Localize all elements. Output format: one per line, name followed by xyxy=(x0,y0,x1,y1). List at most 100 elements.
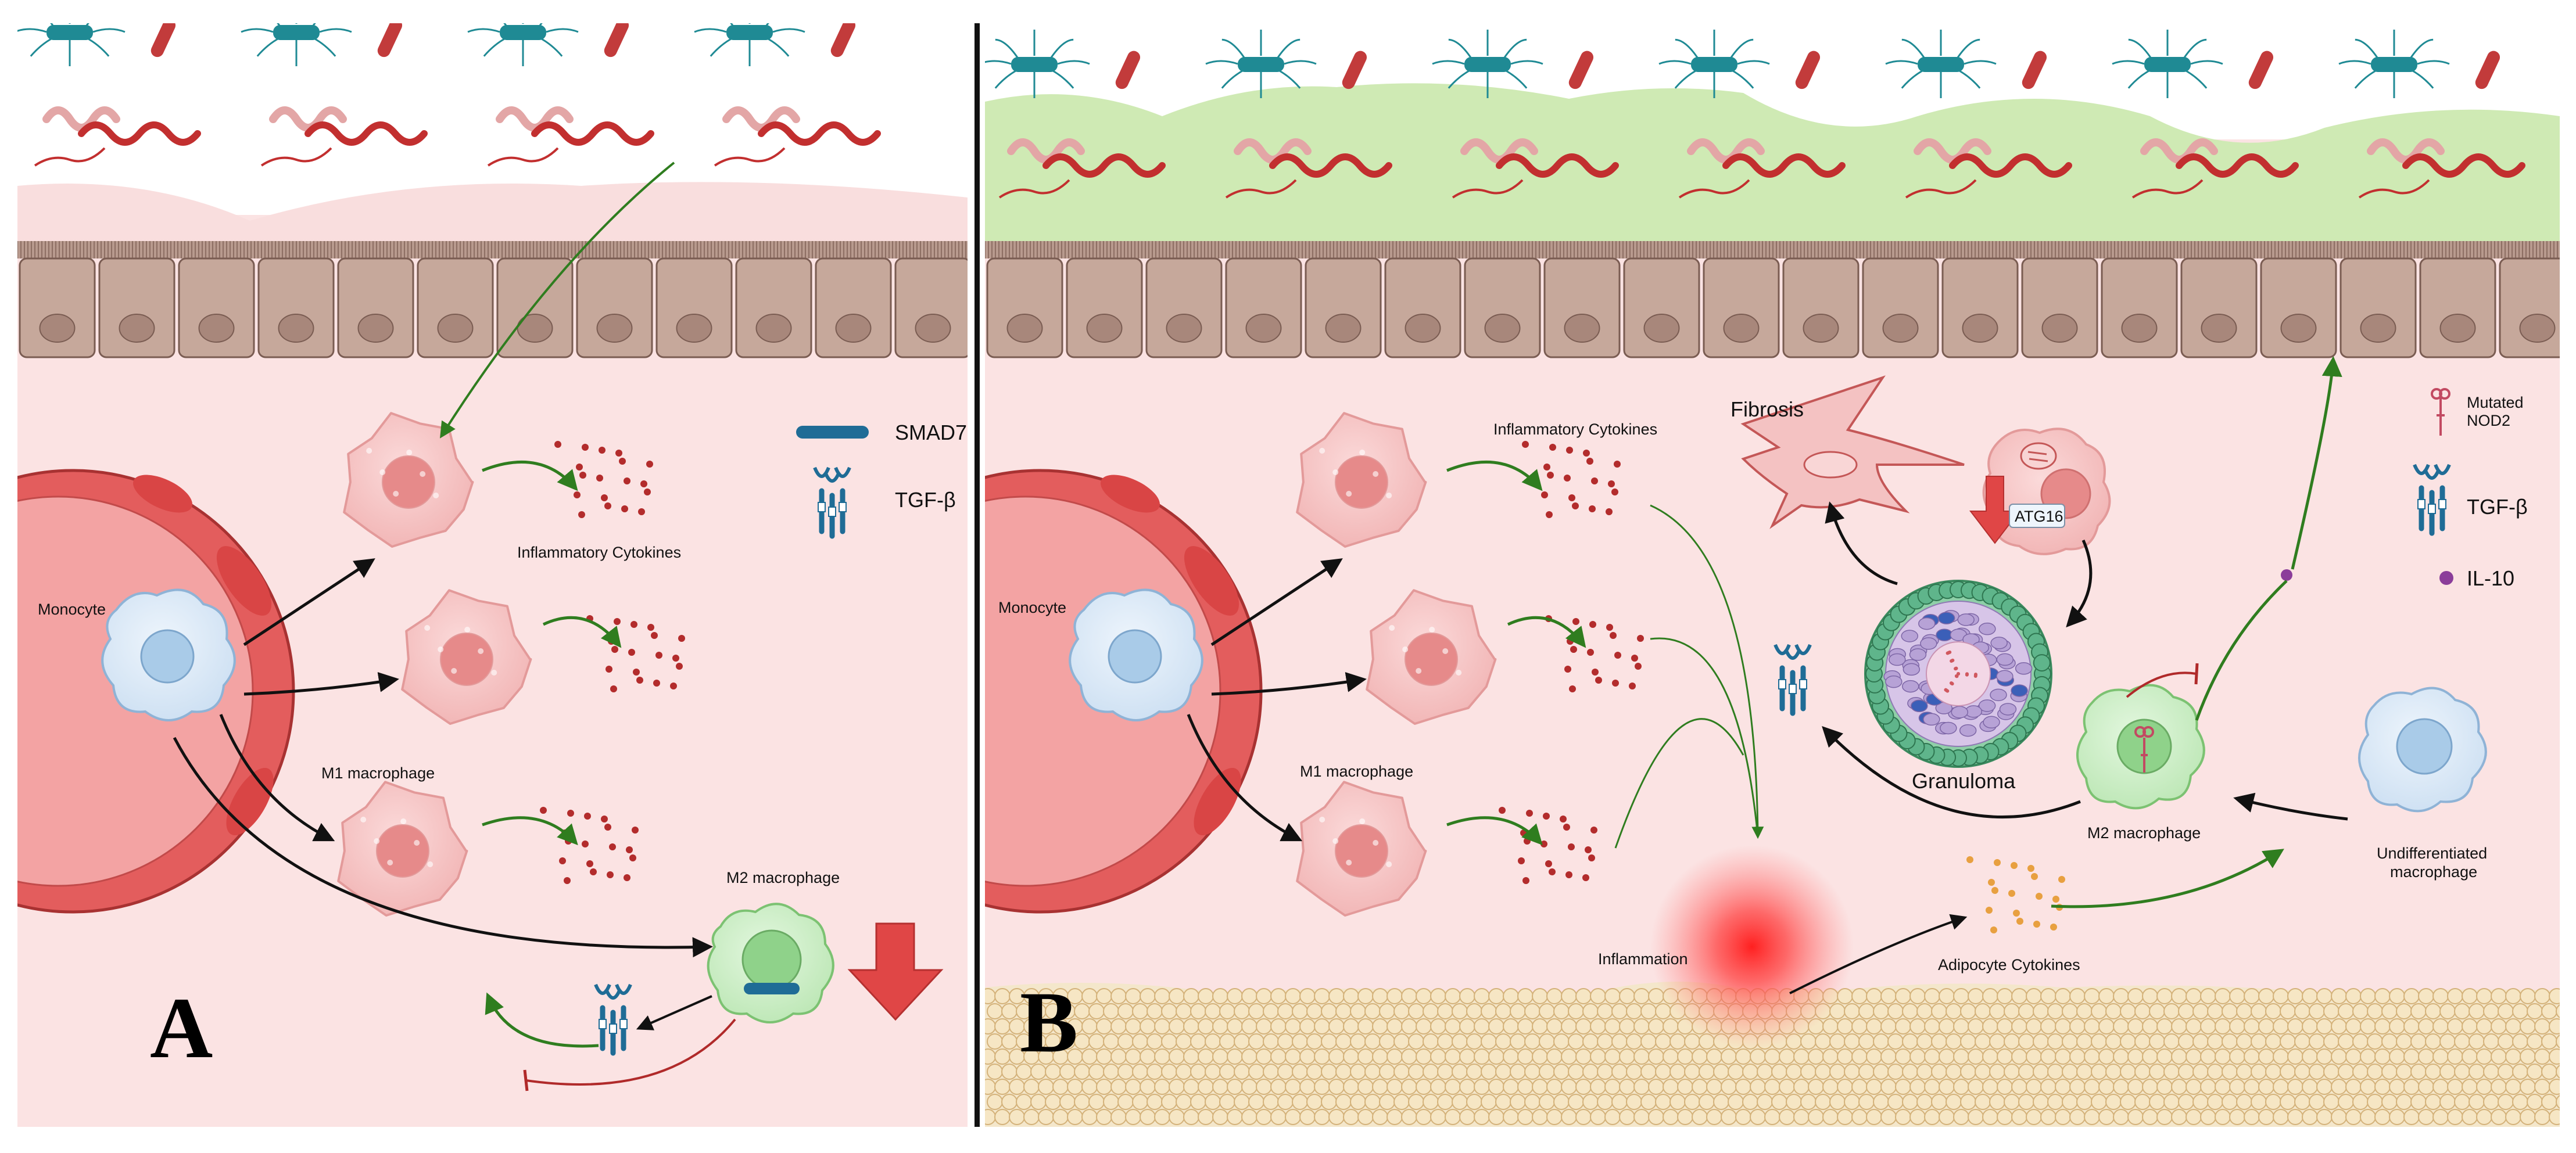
adipocyte xyxy=(2549,1048,2560,1065)
adipocyte xyxy=(2171,1109,2187,1125)
receptor-band xyxy=(828,507,836,517)
rod-bacterium xyxy=(2022,51,2047,89)
adipocyte xyxy=(1248,1064,1264,1080)
epithelioid-cell xyxy=(2011,684,2028,697)
adipocyte xyxy=(1902,1064,1918,1080)
cytokine-dot xyxy=(1522,441,1529,448)
adipocyte xyxy=(2273,1048,2289,1065)
adipocyte xyxy=(2069,1079,2086,1095)
flagellum xyxy=(277,23,281,27)
flagellum xyxy=(2127,69,2152,89)
adipocyte xyxy=(1960,1003,1976,1019)
adipocyte xyxy=(1241,1079,1257,1095)
adipocyte xyxy=(1270,988,1287,1004)
adipocyte xyxy=(2345,988,2362,1004)
small-bacterium xyxy=(1678,179,1750,199)
adipocyte xyxy=(1880,1079,1897,1095)
adipocyte xyxy=(1735,1048,1751,1065)
adipocyte xyxy=(1742,1094,1758,1110)
rod-bacterium xyxy=(377,23,403,58)
adipocyte xyxy=(1198,1109,1214,1125)
adipocyte xyxy=(1125,1079,1141,1095)
cytokine-dot xyxy=(676,663,683,670)
adipocyte xyxy=(1481,1033,1497,1050)
adipocyte xyxy=(2527,1003,2543,1019)
adipocyte xyxy=(2186,1048,2202,1065)
adipocyte xyxy=(1088,1064,1105,1080)
adipocyte xyxy=(2244,1109,2260,1125)
adipocyte xyxy=(1110,988,1127,1004)
adipocyte xyxy=(1750,1079,1766,1095)
vesicle xyxy=(427,861,433,867)
adipocyte xyxy=(1372,1018,1388,1035)
flagellum xyxy=(92,28,126,33)
adipocyte xyxy=(2156,1079,2173,1095)
pink-bacterium xyxy=(1460,138,1538,164)
spirochete xyxy=(758,121,881,146)
adipocyte xyxy=(1582,1033,1599,1050)
mutated-nod2-icon xyxy=(2431,388,2450,436)
bacterium-group xyxy=(1432,30,1619,199)
adipocyte xyxy=(1306,1003,1323,1019)
adipocyte xyxy=(2084,1018,2100,1035)
adipocyte xyxy=(1401,1018,1417,1035)
flagellum xyxy=(710,37,734,57)
adipocyte xyxy=(1989,1064,2005,1080)
adipocyte xyxy=(1786,1064,1802,1080)
adipocyte xyxy=(2302,988,2318,1004)
adipocyte xyxy=(1997,1109,2013,1125)
epithelial-nucleus xyxy=(198,314,235,343)
adipocyte xyxy=(2491,1109,2507,1125)
adipocyte xyxy=(2498,1064,2514,1080)
label-undifferentiated-macrophage-line1: Undifferentiated xyxy=(2377,845,2487,862)
adipocyte xyxy=(2163,1003,2180,1019)
adipocyte xyxy=(2476,1109,2492,1125)
cytokine-dot xyxy=(653,680,660,687)
adipocyte xyxy=(1924,1018,1940,1035)
adipocyte xyxy=(2505,1048,2521,1065)
cytokine-dot xyxy=(576,464,583,470)
flagellum xyxy=(2338,60,2371,65)
adipocyte xyxy=(2171,988,2187,1004)
adipocyte xyxy=(1110,1109,1127,1125)
adipocyte xyxy=(2287,1079,2303,1095)
adipocyte xyxy=(1277,1094,1294,1110)
adipocyte xyxy=(2200,1079,2216,1095)
adipocyte xyxy=(2498,1033,2514,1050)
adipocyte xyxy=(1241,988,1257,1004)
adipocyte xyxy=(1205,1094,1221,1110)
cytokine-dot xyxy=(1564,475,1571,482)
epithelial-cell xyxy=(2419,257,2496,358)
adipocyte xyxy=(1466,1033,1482,1050)
adipocyte xyxy=(1481,1003,1497,1019)
adipocyte xyxy=(2491,1048,2507,1065)
adipocyte xyxy=(2186,988,2202,1004)
adipocyte xyxy=(2534,1079,2550,1095)
adipocyte xyxy=(1858,1064,1875,1080)
cytokine-dot xyxy=(647,624,654,631)
adipocyte xyxy=(2186,1109,2202,1125)
flagellum xyxy=(2354,69,2378,89)
flagellated-bacterium xyxy=(1691,57,1737,72)
vesicle xyxy=(464,627,471,633)
adipocyte xyxy=(1946,1003,1962,1019)
adipocyte xyxy=(1176,1064,1192,1080)
adipocyte xyxy=(1786,1094,1802,1110)
adipocyte xyxy=(1096,1048,1112,1065)
adipocyte xyxy=(1851,988,1868,1004)
adipocyte xyxy=(1270,1048,1287,1065)
adipocyte xyxy=(2389,988,2405,1004)
adipocyte xyxy=(1393,1064,1410,1080)
vesicle xyxy=(1373,471,1379,477)
adipocyte xyxy=(2468,1003,2485,1019)
small-bacterium xyxy=(487,147,559,167)
epithelioid-cell xyxy=(1979,622,1996,635)
adipocyte xyxy=(1909,1109,1926,1125)
label-m2-macrophage-a: M2 macrophage xyxy=(726,869,840,886)
adipocyte xyxy=(1067,1079,1083,1095)
adipocyte xyxy=(2192,1094,2209,1110)
adipocyte xyxy=(2098,1109,2115,1125)
adipocyte xyxy=(1372,1048,1388,1065)
adipocyte xyxy=(2432,1079,2449,1095)
adipocyte xyxy=(1968,988,1984,1004)
